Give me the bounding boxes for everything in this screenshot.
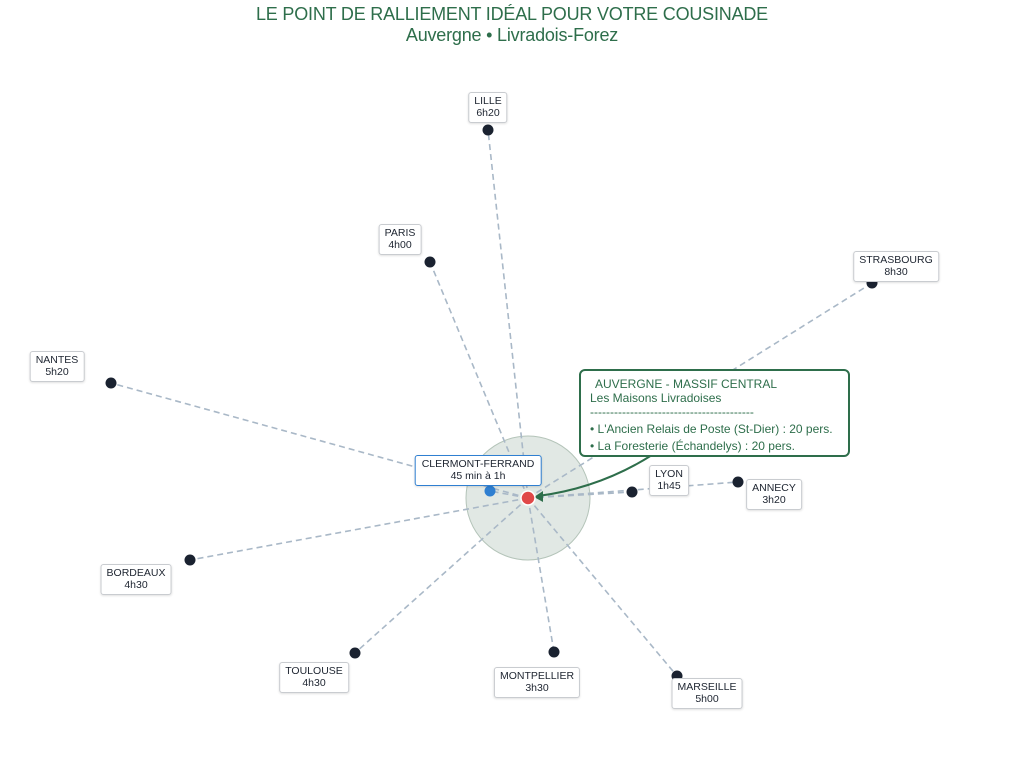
city-time-montpellier: 3h30 <box>525 682 549 694</box>
city-name-toulouse: TOULOUSE <box>285 665 343 677</box>
city-dot-nantes[interactable] <box>105 377 117 389</box>
city-dot-lille[interactable] <box>482 124 494 136</box>
city-time-paris: 4h00 <box>388 239 412 251</box>
city-dot-paris[interactable] <box>424 256 436 268</box>
city-label-toulouse[interactable]: TOULOUSE 4h30 <box>279 662 349 693</box>
route-line-montpellier <box>527 497 555 653</box>
city-time-lille: 6h20 <box>476 107 500 119</box>
city-dot-montpellier[interactable] <box>548 646 560 658</box>
city-name-nantes: NANTES <box>35 354 79 366</box>
city-name-annecy: ANNECY <box>752 482 796 494</box>
center-marker[interactable] <box>520 490 536 506</box>
city-time-strasbourg: 8h30 <box>884 266 908 278</box>
destination-info-box: AUVERGNE - MASSIF CENTRAL Les Maisons Li… <box>579 369 850 457</box>
city-label-clermont[interactable]: CLERMONT-FERRAND 45 min à 1h <box>414 455 542 486</box>
route-line-lille <box>487 129 529 499</box>
route-line-marseille <box>527 497 678 677</box>
info-box-item: • La Foresterie (Échandelys) : 20 pers. <box>590 439 795 453</box>
route-line-clermont <box>489 490 529 499</box>
city-dot-annecy[interactable] <box>732 476 744 488</box>
city-time-annecy: 3h20 <box>762 494 786 506</box>
city-label-bordeaux[interactable]: BORDEAUX 4h30 <box>100 564 172 595</box>
city-name-marseille: MARSEILLE <box>677 681 737 693</box>
city-name-strasbourg: STRASBOURG <box>859 254 933 266</box>
city-name-lyon: LYON <box>655 468 683 480</box>
route-line-lyon <box>527 491 633 499</box>
city-label-lyon[interactable]: LYON 1h45 <box>649 465 689 496</box>
info-box-subtitle: Les Maisons Livradoises <box>590 391 722 405</box>
city-dot-lyon[interactable] <box>626 486 638 498</box>
info-box-item: • L'Ancien Relais de Poste (St-Dier) : 2… <box>590 422 833 436</box>
page-subtitle: Auvergne • Livradois-Forez <box>405 25 619 45</box>
route-line-toulouse <box>354 497 529 654</box>
city-label-nantes[interactable]: NANTES 5h20 <box>29 351 85 382</box>
city-dot-bordeaux[interactable] <box>184 554 196 566</box>
city-time-marseille: 5h00 <box>695 693 719 705</box>
page-title: LE POINT DE RALLIEMENT IDÉAL POUR VOTRE … <box>256 4 768 24</box>
city-time-toulouse: 4h30 <box>302 677 326 689</box>
city-name-paris: PARIS <box>384 227 416 239</box>
city-name-lille: LILLE <box>474 95 502 107</box>
city-label-lille[interactable]: LILLE 6h20 <box>468 92 508 123</box>
city-dot-clermont[interactable] <box>484 485 496 497</box>
map-header: LE POINT DE RALLIEMENT IDÉAL POUR VOTRE … <box>0 4 1024 46</box>
info-box-title: AUVERGNE - MASSIF CENTRAL <box>595 377 778 391</box>
city-time-nantes: 5h20 <box>45 366 69 378</box>
city-time-bordeaux: 4h30 <box>124 579 148 591</box>
city-label-annecy[interactable]: ANNECY 3h20 <box>746 479 802 510</box>
city-label-marseille[interactable]: MARSEILLE 5h00 <box>671 678 743 709</box>
pointer-arrow <box>534 454 653 502</box>
city-label-strasbourg[interactable]: STRASBOURG 8h30 <box>853 251 939 282</box>
city-label-montpellier[interactable]: MONTPELLIER 3h30 <box>493 667 581 698</box>
route-line-bordeaux <box>189 497 529 561</box>
city-label-paris[interactable]: PARIS 4h00 <box>378 224 422 255</box>
city-name-clermont: CLERMONT-FERRAND <box>421 458 535 470</box>
info-box-separator: ----------------------------------------… <box>590 405 754 419</box>
city-dot-toulouse[interactable] <box>349 647 361 659</box>
city-name-bordeaux: BORDEAUX <box>106 567 166 579</box>
city-time-lyon: 1h45 <box>657 480 681 492</box>
city-name-montpellier: MONTPELLIER <box>499 670 575 682</box>
city-time-clermont: 45 min à 1h <box>450 470 506 482</box>
